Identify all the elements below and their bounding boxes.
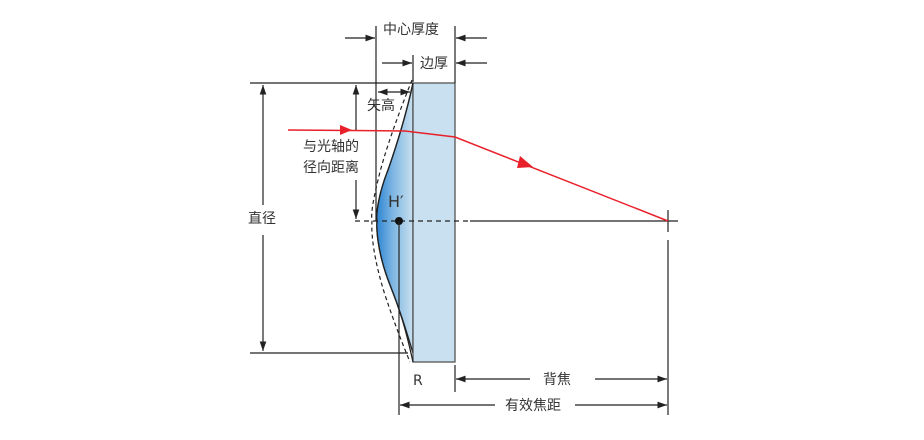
reference-sphere-dashed: [371, 79, 413, 363]
sag-label: 矢高: [367, 98, 395, 114]
radial-distance-label-line2: 径向距离: [301, 160, 361, 176]
radial-distance-label-line1: 与光轴的: [301, 139, 361, 155]
lens-plate: [412, 82, 456, 363]
aspheric-surface: [376, 82, 414, 354]
effective-focal-length-label: 有效焦距: [503, 398, 563, 414]
radius-label: R: [413, 373, 423, 389]
diameter-label: 直径: [246, 211, 278, 227]
center-thickness-label: 中心厚度: [381, 22, 441, 38]
edge-thickness-label: 边厚: [418, 56, 450, 72]
back-focal-length-label: 背焦: [541, 372, 573, 388]
principal-point-label: H′: [388, 192, 404, 211]
light-ray: [287, 125, 669, 222]
